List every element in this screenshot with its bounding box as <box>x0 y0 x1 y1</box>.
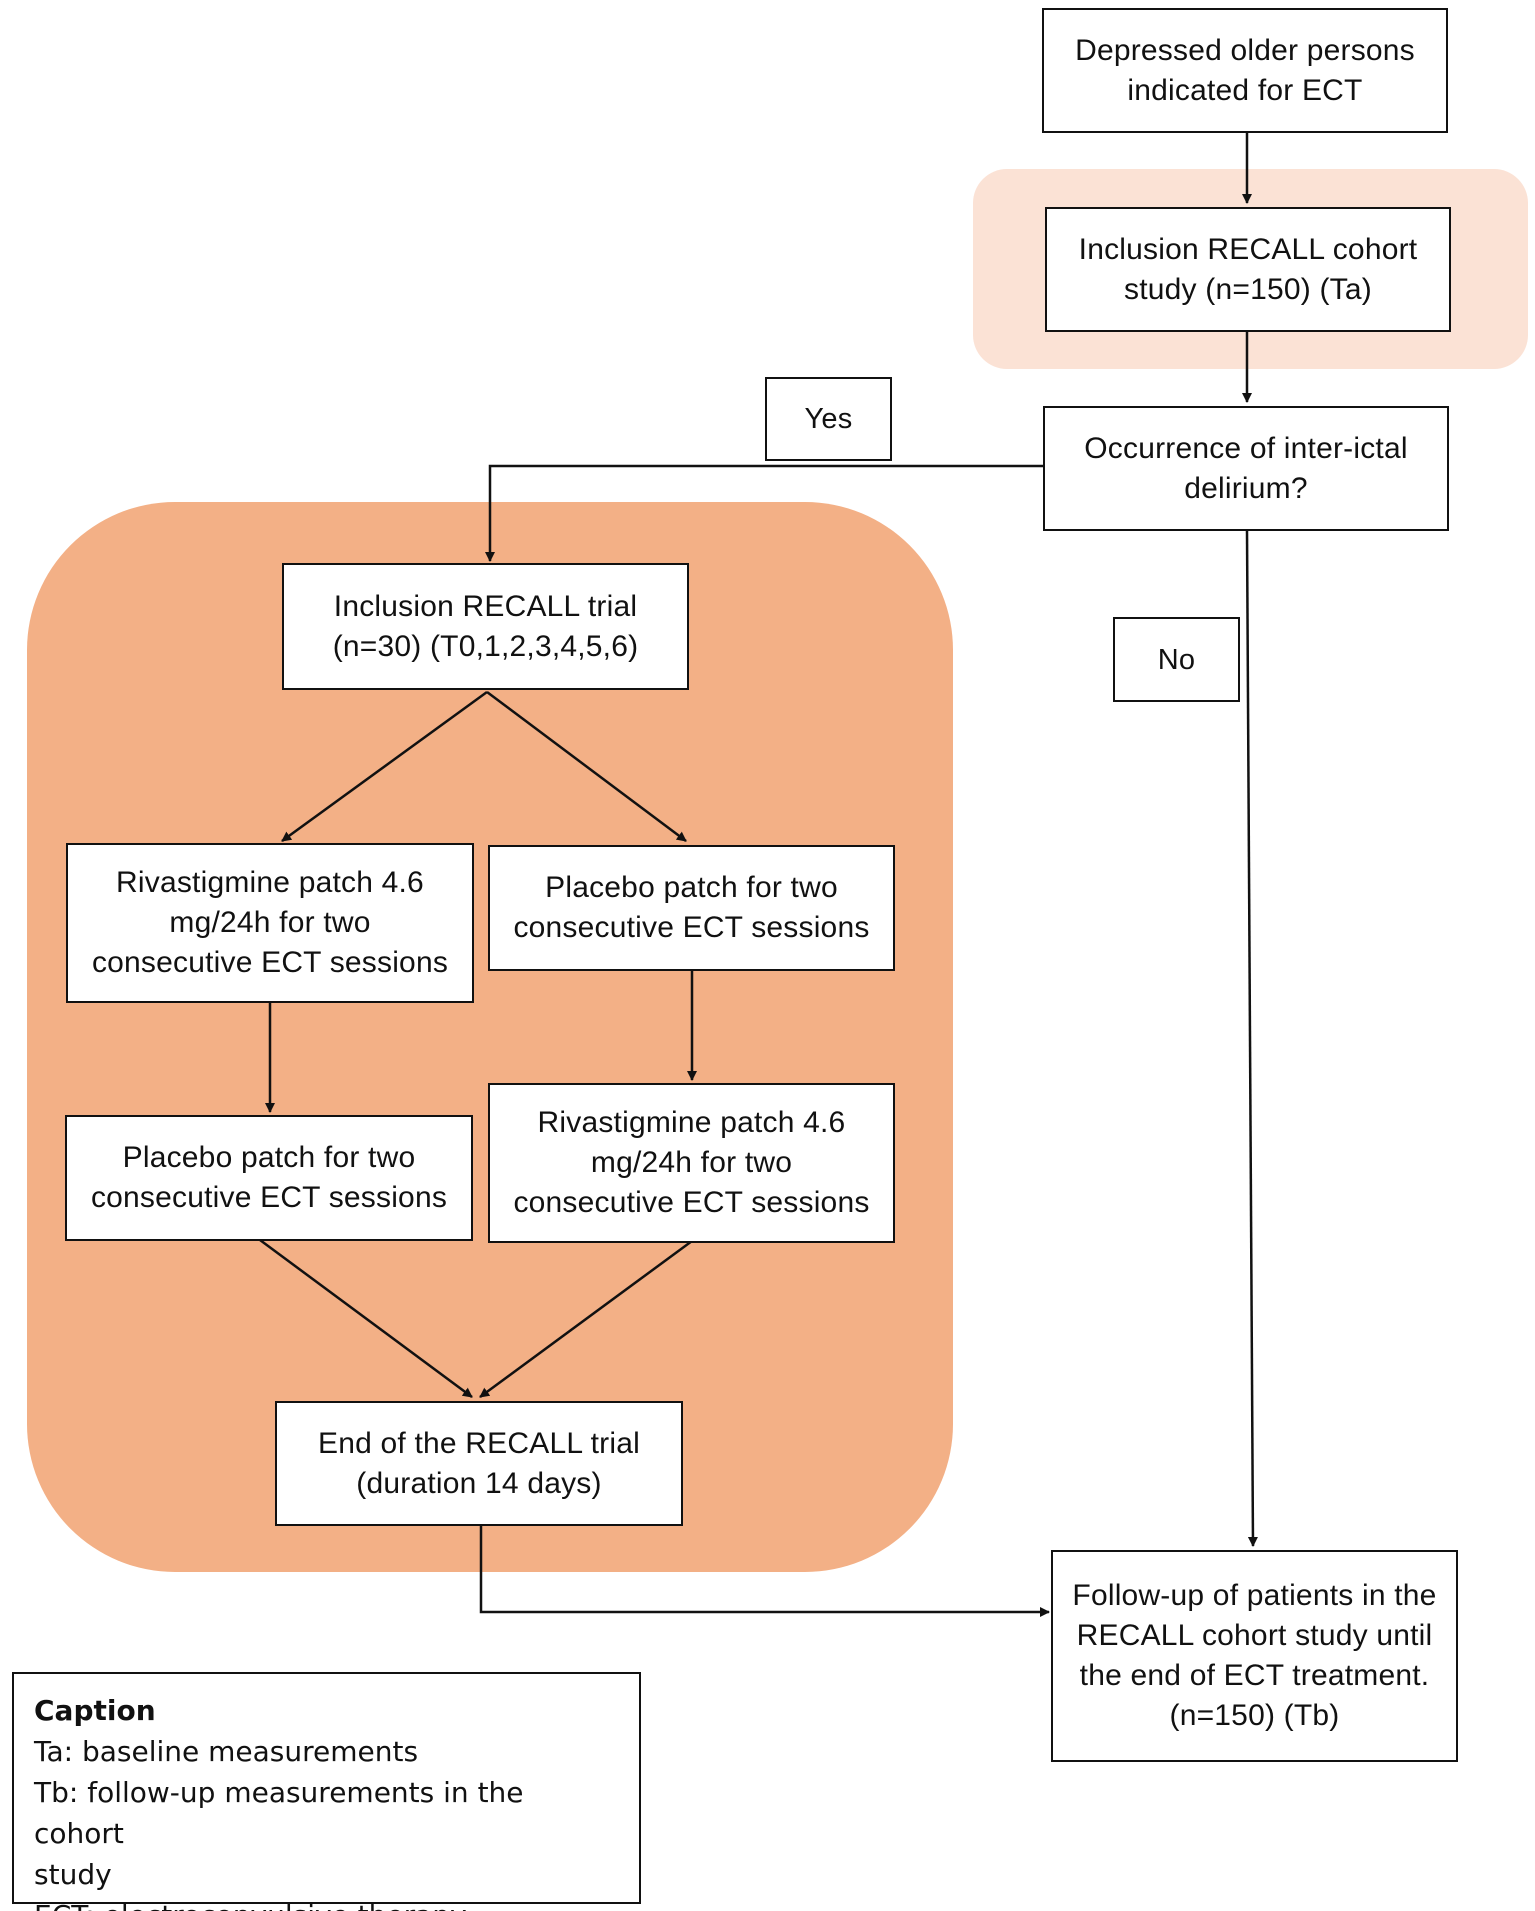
caption-line: Ta: baseline measurements <box>34 1735 419 1768</box>
arrow-trial-to-right <box>486 690 687 843</box>
arrow-yes-to-trial <box>485 464 1043 562</box>
trial-inclusion-node: Inclusion RECALL trial (n=30) (T0,1,2,3,… <box>282 563 689 690</box>
arrow-left-to-end <box>259 1238 473 1399</box>
rivastigmine-first-node: Rivastigmine patch 4.6 mg/24h for two co… <box>66 843 474 1003</box>
no-label: No <box>1113 617 1240 702</box>
arrow-right-to-end <box>479 1239 693 1399</box>
caption-box: Caption Ta: baseline measurements Tb: fo… <box>12 1672 641 1911</box>
delirium-decision-node: Occurrence of inter-ictal delirium? <box>1043 406 1449 531</box>
trial-end-node: End of the RECALL trial (duration 14 day… <box>275 1401 683 1526</box>
caption-line: ECT: electroconvulsive therapy <box>34 1895 619 1911</box>
caption-line: Tb: follow-up measurements in the cohort <box>34 1776 524 1850</box>
start-node: Depressed older persons indicated for EC… <box>1042 8 1448 133</box>
placebo-second-node: Placebo patch for two consecutive ECT se… <box>65 1115 473 1241</box>
arrow-end-to-follow-up <box>479 1525 1050 1617</box>
caption-line: study <box>34 1858 112 1891</box>
yes-label: Yes <box>765 377 892 461</box>
caption-title: Caption <box>34 1694 156 1727</box>
follow-up-node: Follow-up of patients in the RECALL coho… <box>1051 1550 1458 1762</box>
cohort-inclusion-node: Inclusion RECALL cohort study (n=150) (T… <box>1045 207 1451 332</box>
arrow-no-to-follow-up <box>1245 530 1258 1547</box>
arrow-trial-to-left <box>281 690 488 843</box>
placebo-first-node: Placebo patch for two consecutive ECT se… <box>488 845 895 971</box>
rivastigmine-second-node: Rivastigmine patch 4.6 mg/24h for two co… <box>488 1083 895 1243</box>
